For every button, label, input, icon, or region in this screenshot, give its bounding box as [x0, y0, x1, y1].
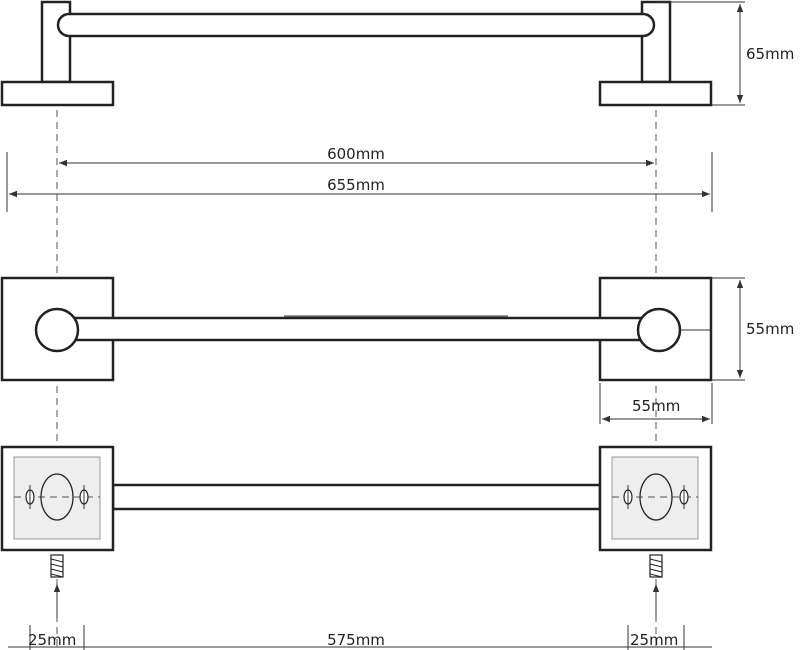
mounting-view [0, 445, 713, 618]
height-dimension: 65mm [656, 1, 794, 106]
front-view [0, 276, 713, 382]
left-screw-icon [50, 554, 64, 578]
right-mount-plate [598, 445, 713, 552]
base-width-dimension: 55mm [599, 383, 713, 424]
right-base-plate [598, 80, 713, 107]
length-dimensions: 600mm 655mm [6, 145, 713, 212]
right-offset-label: 25mm [630, 631, 678, 649]
right-screw-icon [649, 554, 663, 578]
height-label: 65mm [746, 45, 794, 63]
left-base-plate [0, 80, 115, 107]
base-height-dimension: 55mm [712, 277, 794, 381]
inner-length-label: 575mm [327, 631, 385, 649]
base-height-label: 55mm [746, 320, 794, 338]
front-rail-bar [66, 316, 650, 342]
overall-length-label: 655mm [327, 176, 385, 194]
left-offset-label: 25mm [28, 631, 76, 649]
side-view [0, 0, 713, 107]
left-round-post [34, 307, 80, 353]
left-mount-plate [0, 445, 115, 552]
bottom-rail-bar [111, 483, 602, 511]
side-rail-bar [56, 12, 656, 38]
base-width-label: 55mm [632, 397, 680, 415]
bottom-dimensions: 25mm 575mm 25mm [8, 625, 712, 650]
right-round-post [636, 307, 682, 353]
center-distance-label: 600mm [327, 145, 385, 163]
